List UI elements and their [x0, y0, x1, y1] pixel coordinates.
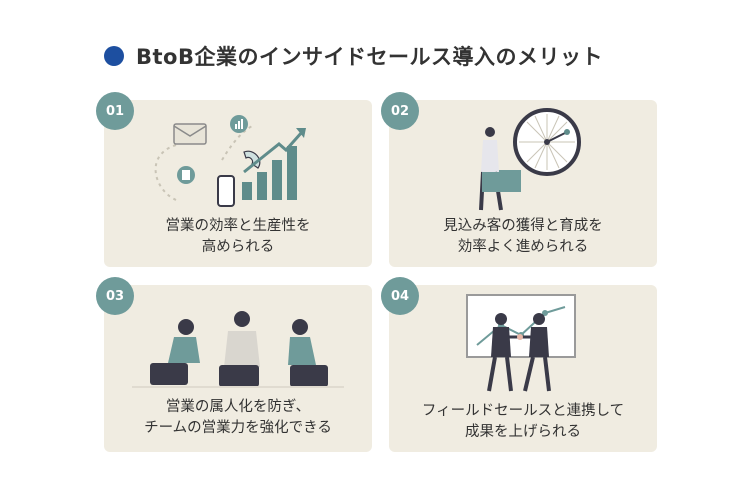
card-number-badge: 04 — [381, 277, 419, 315]
field-sales-collaboration-illustration — [466, 294, 576, 392]
caption-line-1: 営業の属人化を防ぎ、 — [165, 399, 311, 415]
page-title: BtoB企業のインサイドセールス導入のメリット — [136, 45, 603, 69]
card-caption: 営業の属人化を防ぎ、 チームの営業力を強化できる — [104, 397, 372, 439]
handshake-icon — [517, 334, 523, 340]
benefit-card-2: 02 見込み客の獲得と育成を 効率よく進められる — [381, 92, 657, 267]
card-number-badge: 01 — [96, 92, 134, 130]
caption-line-2: 高められる — [201, 239, 275, 255]
caption-line-1: フィールドセールスと連携して — [421, 403, 625, 419]
caption-line-1: 見込み客の獲得と育成を — [443, 218, 603, 234]
caption-line-2: 成果を上げられる — [465, 424, 581, 440]
team-member-1 — [178, 319, 194, 335]
benefit-card-4: 04 フィールドセールスと連携して 成果を上げられる — [381, 277, 657, 452]
lead-target-illustration — [479, 108, 581, 211]
salesperson-left — [495, 313, 507, 325]
presentation-board — [466, 294, 576, 358]
team-member-2 — [234, 311, 250, 327]
page-header: BtoB企業のインサイドセールス導入のメリット — [104, 42, 603, 70]
team-member-3 — [292, 319, 308, 335]
caption-line-1: 営業の効率と生産性を — [165, 218, 311, 234]
salesperson-right — [533, 313, 545, 325]
card-caption: フィールドセールスと連携して 成果を上げられる — [389, 401, 657, 443]
person-figure — [485, 127, 495, 137]
team-meeting-illustration — [132, 311, 344, 388]
card-caption: 営業の効率と生産性を 高められる — [104, 216, 372, 258]
laptop-icon — [150, 363, 188, 385]
benefit-card-3: 03 営業の属人化を防ぎ、 チームの営業力を強化できる — [96, 277, 372, 452]
card-number-badge: 03 — [96, 277, 134, 315]
shopping-bag-icon — [499, 170, 521, 192]
card-caption: 見込み客の獲得と育成を 効率よく進められる — [389, 216, 657, 258]
sales-growth-illustration — [154, 115, 306, 207]
envelope-icon — [173, 123, 207, 145]
caption-line-2: チームの営業力を強化できる — [144, 420, 332, 436]
phone-icon — [217, 175, 235, 207]
card-number-badge: 02 — [381, 92, 419, 130]
caption-line-2: 効率よく進められる — [457, 239, 589, 255]
title-bullet-dot — [104, 46, 124, 66]
benefit-card-1: 01 営業の効率と生産性を 高められる — [96, 92, 372, 267]
